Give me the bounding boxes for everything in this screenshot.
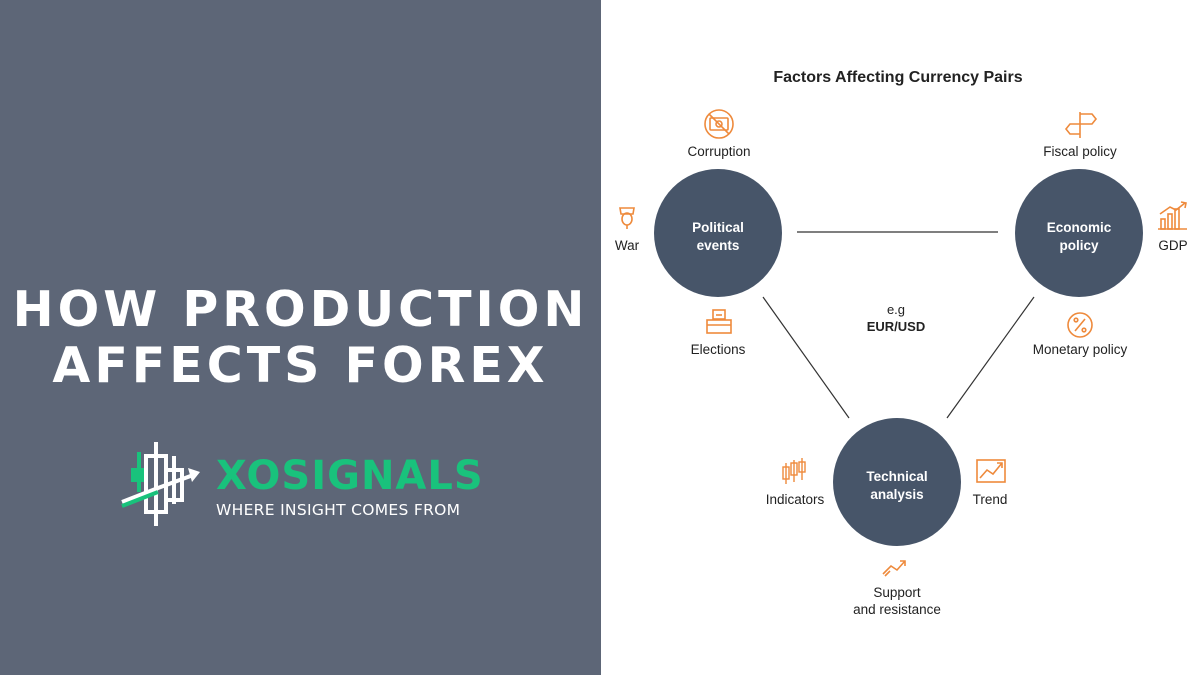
center-example-label: e.g [887, 302, 905, 317]
node-economic-line-1: Economic [1047, 220, 1112, 235]
label-gdp: GDP [1158, 238, 1187, 253]
diagram-title: Factors Affecting Currency Pairs [773, 69, 1022, 86]
growth-chart-icon [1158, 201, 1187, 230]
right-panel: Factors Affecting Currency Pairs e.g EUR… [601, 0, 1200, 675]
headline-line-2: AFFECTS FOREX [52, 337, 549, 394]
label-monetary-policy: Monetary policy [1033, 342, 1128, 357]
label-support: Support [873, 585, 921, 600]
node-economic-line-2: policy [1059, 238, 1099, 253]
node-political-events: Political events [654, 169, 782, 297]
factors-diagram: Factors Affecting Currency Pairs e.g EUR… [615, 69, 1188, 617]
connector-economic-technical [946, 296, 1035, 419]
candlestick-icon [782, 458, 806, 484]
logo-name: XOSIGNALS [216, 453, 484, 499]
center-currency-pair: EUR/USD [867, 319, 926, 334]
label-corruption: Corruption [687, 144, 750, 159]
trend-chart-icon [976, 459, 1006, 483]
xosignals-logo-mark [121, 442, 200, 526]
headline-line-1: HOW PRODUCTION [12, 281, 589, 338]
node-economic-policy: Economic policy [1015, 169, 1143, 297]
label-war: War [615, 238, 640, 253]
signpost-icon [1064, 112, 1098, 138]
label-trend: Trend [973, 492, 1008, 507]
label-fiscal-policy: Fiscal policy [1043, 144, 1117, 159]
node-technical-line-1: Technical [866, 469, 927, 484]
bomb-icon [619, 207, 635, 229]
headline: HOW PRODUCTION AFFECTS FOREX [0, 282, 601, 394]
node-technical-analysis: Technical analysis [833, 418, 961, 546]
connector-political-technical [762, 296, 850, 419]
left-panel: HOW PRODUCTION AFFECTS FOREX XOSIGNALS W… [0, 0, 601, 675]
ballot-box-icon [706, 309, 732, 334]
node-technical-line-2: analysis [870, 487, 923, 502]
label-and-resistance: and resistance [853, 602, 941, 617]
support-resistance-icon [882, 560, 906, 577]
label-indicators: Indicators [766, 492, 825, 507]
no-money-icon [704, 109, 734, 139]
label-elections: Elections [691, 342, 746, 357]
node-political-line-1: Political [692, 220, 744, 235]
percent-icon [1067, 312, 1093, 338]
node-political-line-2: events [697, 238, 740, 253]
logo-tagline: WHERE INSIGHT COMES FROM [216, 501, 461, 519]
